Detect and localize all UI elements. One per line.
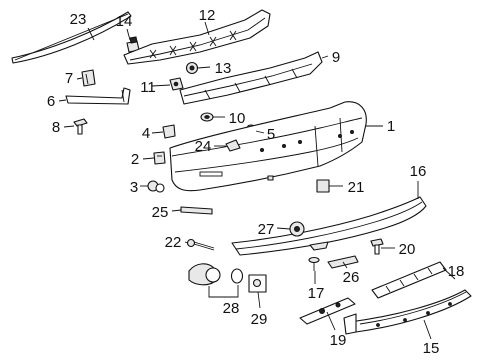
callout-9: 9 [332,49,340,66]
part-23-trim-strip [11,11,132,64]
callout-24: 24 [195,138,212,155]
callout-29: 29 [251,311,268,328]
callout-21: 21 [348,179,365,196]
callout-2: 2 [131,151,139,168]
part-19-bracket [299,297,356,325]
callout-11: 11 [140,79,156,96]
part-11-clip [169,77,184,91]
part-1-bumper-fascia [169,101,367,192]
callout-6: 6 [47,93,55,110]
callout-28: 28 [223,300,240,317]
callout-14: 14 [116,13,133,30]
part-17-push-pin [308,256,320,271]
callout-12: 12 [199,7,216,24]
callout-20: 20 [399,241,416,258]
callout-27: 27 [258,221,275,238]
callout-1: 1 [387,118,395,135]
part-18-bracket [371,261,447,299]
callout-labels: 23 14 12 9 7 13 6 11 8 10 1 4 5 24 2 3 1… [47,7,465,357]
part-6-bracket [65,87,131,105]
callout-8: 8 [52,119,60,136]
callout-4: 4 [142,125,150,142]
part-16-lower-valance [231,196,427,256]
callout-15: 15 [423,340,440,357]
callout-18: 18 [448,263,465,280]
part-10-grommet [200,112,214,122]
callout-7: 7 [65,70,73,87]
part-3-push-pin [147,180,165,193]
callout-13: 13 [215,60,232,77]
callout-5: 5 [267,126,275,143]
callout-22: 22 [165,234,182,251]
part-24-bracket [225,139,241,152]
part-22-sensor-bolt [186,238,215,251]
part-27-grommet [289,221,305,237]
callout-23: 23 [70,11,87,28]
part-29-pad [248,274,267,293]
part-9-reinforcement-bar [179,51,323,105]
part-25-reflector [180,206,213,215]
callout-3: 3 [130,179,138,196]
leader-lines [58,21,456,340]
callout-19: 19 [330,332,347,349]
part-13-push-nut [185,61,199,75]
callout-17: 17 [308,285,325,302]
part-20-bolt [370,238,384,255]
part-12-upper-absorber [123,9,271,65]
callout-25: 25 [152,204,169,221]
part-8-bolt [73,118,88,135]
part-7-clip [81,69,96,87]
part-2-retainer [153,151,166,165]
part-28-sensors [188,263,244,298]
part-4-clip [162,124,176,139]
part-15-lower-absorber [343,289,472,335]
callout-10: 10 [229,110,246,127]
callout-26: 26 [343,269,360,286]
callout-16: 16 [410,163,427,180]
part-21-pad [316,179,330,193]
